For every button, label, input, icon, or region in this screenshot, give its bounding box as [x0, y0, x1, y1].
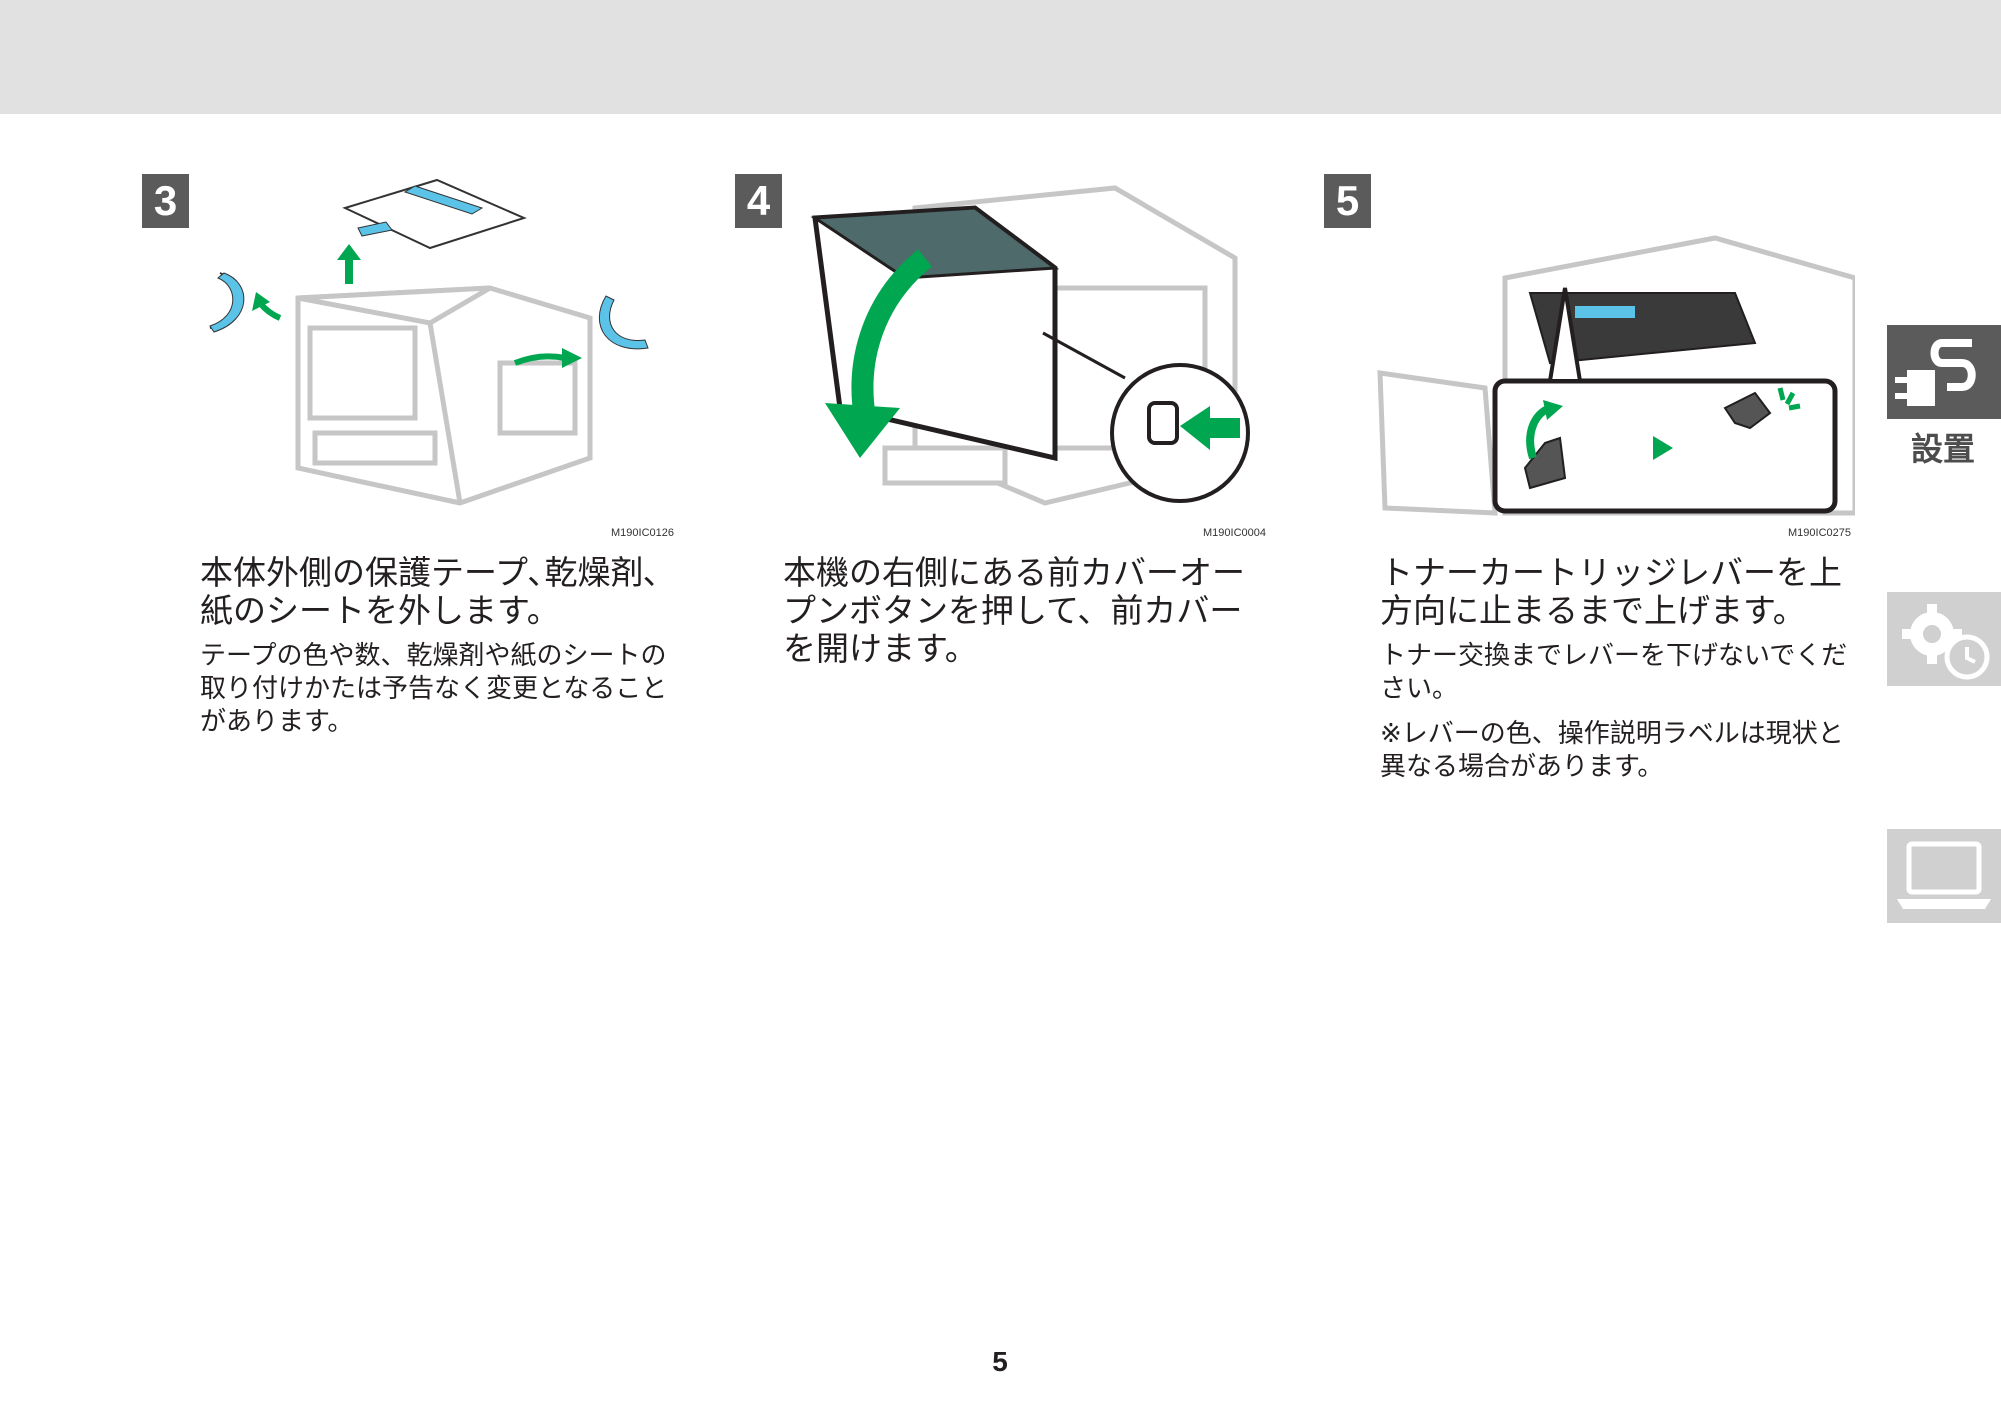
laptop-icon — [1897, 841, 1991, 909]
tab-computer[interactable] — [1887, 829, 2001, 923]
step-3-illustration — [209, 178, 649, 506]
step-3-figure-code: M190IC0126 — [611, 527, 674, 539]
open-arrow-icon — [825, 249, 933, 458]
right-arrow-icon — [513, 348, 582, 368]
tape-left-icon — [209, 272, 245, 333]
printer-body — [295, 285, 593, 506]
cover-button-callout — [1042, 331, 1250, 503]
tab-setup-label: 設置 — [1910, 430, 1975, 468]
page-number: 5 — [992, 1346, 1008, 1377]
front-cover — [810, 205, 1060, 462]
tab-setup[interactable] — [1887, 325, 2001, 419]
step-5-heading: トナーカートリッジレバーを上方向に止まるまで上げます。 — [1380, 553, 1842, 630]
step-3-number: 3 — [142, 174, 189, 228]
step-4-illustration — [810, 185, 1250, 506]
lift-arrow-icon — [337, 244, 361, 284]
step-4-heading: 本機の右側にある前カバーオープンボタンを押して、前カバーを開けます。 — [783, 553, 1245, 668]
gear-clock-icon — [1902, 604, 1990, 680]
next-arrow-icon — [1653, 436, 1673, 460]
step-5-note-1: トナー交換までレバーを下げないでください。 — [1380, 641, 1848, 704]
step-4-figure-code: M190IC0004 — [1203, 527, 1266, 539]
click-marks-icon — [1777, 387, 1801, 411]
left-arrow-icon — [252, 292, 282, 321]
step-5-note-2: ※レバーの色、操作説明ラベルは現状と異なる場合があります。 — [1380, 719, 1844, 782]
step-5-illustration — [1377, 235, 1855, 516]
tape-right-icon — [598, 295, 649, 350]
step-5-number: 5 — [1324, 174, 1371, 228]
lever-down-icon — [1523, 436, 1567, 490]
plug-icon — [1895, 339, 1976, 406]
lever-up-icon — [1723, 391, 1772, 430]
lever-up-arrow-icon — [1526, 400, 1563, 460]
protective-sheet — [342, 178, 527, 250]
tab-settings[interactable] — [1887, 592, 2001, 686]
top-band — [0, 0, 2001, 114]
step-4-number: 4 — [735, 174, 782, 228]
step-5-figure-code: M190IC0275 — [1788, 527, 1851, 539]
toner-cartridge — [1528, 292, 1757, 365]
step-3-note: テープの色や数、乾燥剤や紙のシートの取り付けかたは予告なく変更となることがありま… — [200, 641, 668, 737]
step-3-heading: 本体外側の保護テープ､乾燥剤､紙のシートを外します。 — [200, 553, 661, 630]
